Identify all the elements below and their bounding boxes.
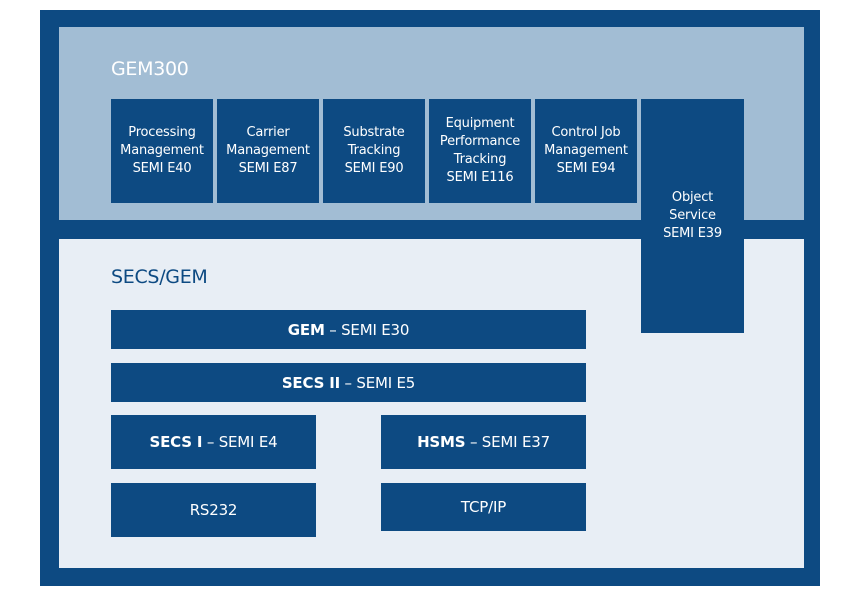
module-object-service: Object Service SEMI E39 xyxy=(641,99,744,333)
module-line: SEMI E90 xyxy=(344,161,404,176)
layer-hsms: HSMS – SEMI E37 xyxy=(381,415,586,469)
layer-standard: – SEMI E5 xyxy=(339,373,416,392)
layer-name: GEM xyxy=(287,320,325,339)
module-line: Service xyxy=(669,208,716,223)
layer-standard: – SEMI E30 xyxy=(324,320,410,339)
module-line: Substrate xyxy=(343,125,405,140)
gem300-title: GEM300 xyxy=(111,58,189,80)
layer-label: TCP/IP xyxy=(460,498,507,516)
module-control-job-management: Control Job Management SEMI E94 xyxy=(535,99,637,203)
module-substrate-tracking: Substrate Tracking SEMI E90 xyxy=(323,99,425,203)
module-processing-management: Processing Management SEMI E40 xyxy=(111,99,213,203)
secs-gem-title: SECS/GEM xyxy=(111,266,208,288)
layer-secs-ii: SECS II – SEMI E5 xyxy=(111,363,586,402)
module-line: SEMI E94 xyxy=(556,161,616,176)
module-line: Equipment xyxy=(445,116,515,131)
module-line: Control Job xyxy=(551,125,621,140)
module-line: Tracking xyxy=(453,152,507,167)
layer-label: RS232 xyxy=(189,501,238,519)
module-line: Management xyxy=(226,143,310,158)
module-equipment-performance-tracking: Equipment Performance Tracking SEMI E116 xyxy=(429,99,531,203)
module-line: Performance xyxy=(439,134,521,149)
layer-name: SECS II xyxy=(281,373,340,392)
module-line: SEMI E40 xyxy=(132,161,192,176)
module-line: Management xyxy=(544,143,628,158)
module-line: SEMI E39 xyxy=(663,226,722,241)
layer-tcpip: TCP/IP xyxy=(381,483,586,531)
layer-standard: – SEMI E37 xyxy=(465,433,550,451)
module-line: Processing xyxy=(128,125,196,140)
module-carrier-management: Carrier Management SEMI E87 xyxy=(217,99,319,203)
module-line: SEMI E116 xyxy=(446,170,514,185)
layer-secs-i: SECS I – SEMI E4 xyxy=(111,415,316,469)
layer-rs232: RS232 xyxy=(111,483,316,537)
module-line: SEMI E87 xyxy=(238,161,298,176)
layer-name: SECS I xyxy=(149,433,203,451)
layer-name: HSMS xyxy=(417,433,466,451)
module-line: Management xyxy=(120,143,204,158)
module-line: Tracking xyxy=(347,143,401,158)
layer-standard: – SEMI E4 xyxy=(202,433,278,451)
layer-gem: GEM – SEMI E30 xyxy=(111,310,586,349)
module-line: Object xyxy=(671,190,714,205)
module-line: Carrier xyxy=(246,125,290,140)
